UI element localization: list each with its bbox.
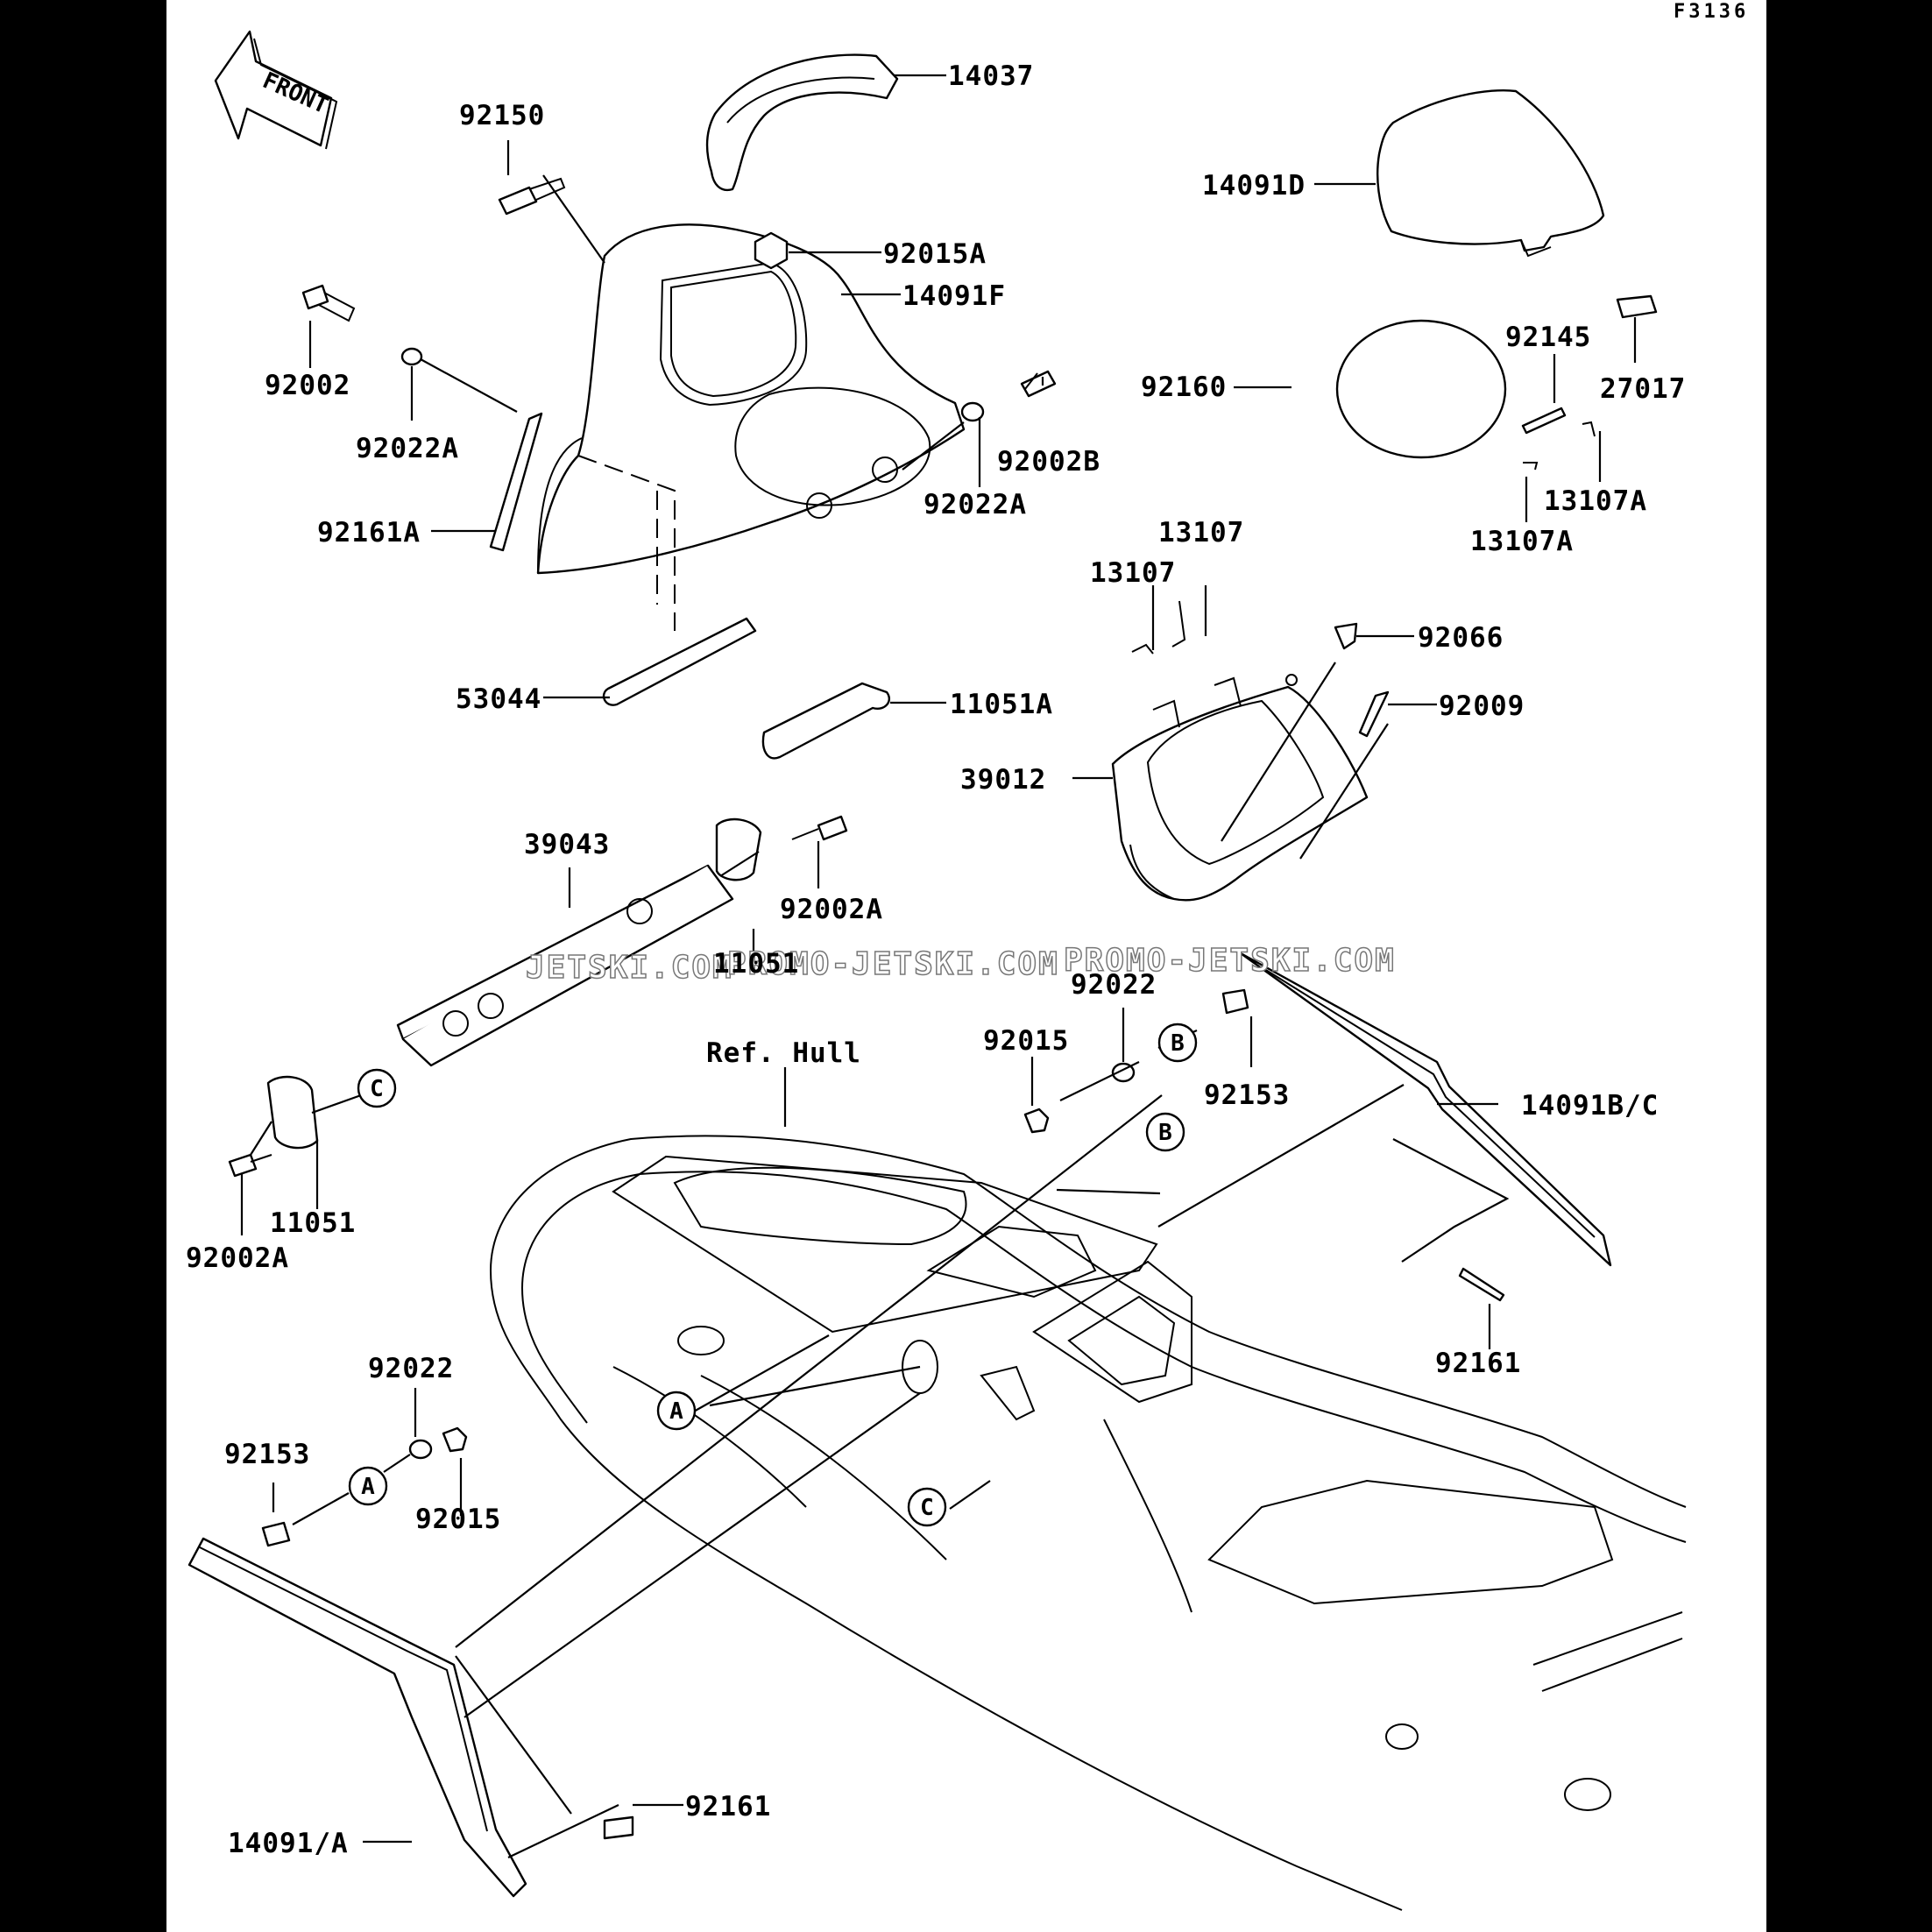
part-14037: 14037	[948, 60, 1034, 92]
console-cover-14091F	[536, 223, 966, 575]
clips-92145-13107A	[1521, 407, 1596, 471]
callout-b-upper: B	[1171, 1030, 1185, 1057]
screw-92009	[1358, 690, 1390, 738]
front-arrow-icon: FRONT	[214, 30, 338, 150]
watermark-2: PROMO-JETSKI.COM	[727, 946, 1059, 982]
side-cover-14091A	[188, 1537, 527, 1898]
nut-92153-lower	[261, 1521, 291, 1547]
side-cover-14091BC	[1239, 952, 1612, 1267]
strip-92161A	[489, 412, 543, 552]
part-92022-upper: 92022	[1071, 969, 1157, 1001]
plate-11051-lower	[266, 1075, 319, 1150]
storage-bin-39012	[1111, 674, 1369, 902]
figure-code: F3136	[1674, 1, 1749, 23]
part-13107-lower: 13107	[1090, 557, 1176, 589]
bolt-92002	[301, 284, 356, 322]
part-92066: 92066	[1418, 622, 1504, 654]
bolt-92002B	[1020, 370, 1057, 398]
seat-pad-14091D	[1376, 88, 1605, 258]
part-92015-upper: 92015	[983, 1025, 1069, 1057]
grab-handle-14037	[705, 53, 899, 192]
part-53044: 53044	[456, 683, 541, 715]
springs-13107	[1131, 600, 1186, 655]
part-92160: 92160	[1141, 372, 1227, 403]
part-92002B: 92002B	[997, 446, 1100, 478]
part-11051A: 11051A	[950, 689, 1053, 720]
part-labels: F3136 Ref. Hull 14037 92150 92015A 14091…	[186, 1, 1749, 1859]
part-11051-lower: 11051	[270, 1207, 356, 1239]
part-92002A-lower: 92002A	[186, 1242, 289, 1274]
part-92153-upper: 92153	[1204, 1079, 1290, 1111]
part-92022-lower: 92022	[368, 1353, 454, 1384]
part-92145: 92145	[1505, 322, 1591, 353]
leader-lines	[240, 74, 1637, 1858]
bracket-11051A	[761, 682, 891, 760]
tube-53044	[602, 617, 757, 706]
callout-a-lower: A	[361, 1474, 375, 1500]
callout-c-lower: C	[920, 1495, 934, 1521]
part-13107A-left: 13107A	[1470, 526, 1574, 557]
nut-92015-lower	[442, 1426, 468, 1453]
clip-92066	[1334, 622, 1358, 650]
part-92022A-right: 92022A	[924, 489, 1027, 520]
pad-92160	[1335, 319, 1507, 459]
watermark-3: PROMO-JETSKI.COM	[1064, 943, 1396, 979]
part-13107A-right: 13107A	[1544, 485, 1647, 517]
part-92015A: 92015A	[883, 238, 987, 270]
plate-11051-upper	[715, 817, 762, 881]
part-92002: 92002	[265, 370, 350, 401]
part-92015-lower: 92015	[415, 1504, 501, 1535]
washer-92022-lower	[408, 1439, 433, 1460]
callout-a-upper: A	[669, 1398, 683, 1425]
nut-92015A	[754, 231, 789, 270]
part-92161-lower: 92161	[685, 1791, 771, 1822]
callout-c-upper: C	[370, 1076, 384, 1102]
part-39043: 39043	[524, 829, 610, 860]
washer-92022A-left	[400, 347, 423, 366]
part-13107-upper: 13107	[1158, 517, 1244, 548]
part-92161A: 92161A	[317, 517, 421, 548]
watermarks: JETSKI.COM PROMO-JETSKI.COM PROMO-JETSKI…	[525, 942, 1396, 987]
bolt-92150	[498, 177, 566, 216]
diagram-sheet	[166, 0, 1766, 1932]
part-92022A-left: 92022A	[356, 433, 459, 464]
part-14091F: 14091F	[902, 280, 1006, 312]
part-14091D: 14091D	[1202, 170, 1306, 202]
strip-92161-right	[1458, 1267, 1505, 1302]
bolt-92002A-upper	[791, 815, 848, 841]
part-14091A: 14091/A	[228, 1828, 349, 1859]
part-14091BC: 14091B/C	[1521, 1090, 1659, 1122]
assembly-dashed-lines	[577, 455, 676, 631]
part-39012: 39012	[960, 764, 1046, 796]
reference-label: Ref. Hull	[706, 1037, 861, 1069]
washer-92022A-right	[960, 401, 985, 422]
block-27017	[1616, 294, 1658, 319]
callout-circles: B B C C A A	[348, 1023, 1198, 1527]
nut-92015-upper	[1023, 1108, 1050, 1134]
part-11051-upper: 11051	[713, 948, 799, 980]
part-92161-right: 92161	[1435, 1348, 1521, 1379]
bolt-92002A-lower	[228, 1153, 272, 1178]
part-27017: 27017	[1600, 373, 1686, 405]
nut-92153-upper	[1221, 988, 1249, 1015]
panel-39043	[396, 864, 734, 1067]
part-92002A-upper: 92002A	[780, 894, 883, 925]
hull-reference	[489, 1135, 1687, 1911]
part-92153-lower: 92153	[224, 1439, 310, 1470]
part-92150: 92150	[459, 100, 545, 131]
watermark-1: JETSKI.COM	[526, 950, 733, 986]
callout-b-lower: B	[1158, 1120, 1172, 1146]
part-92009: 92009	[1439, 690, 1525, 722]
strip-92161-lower	[603, 1815, 634, 1840]
